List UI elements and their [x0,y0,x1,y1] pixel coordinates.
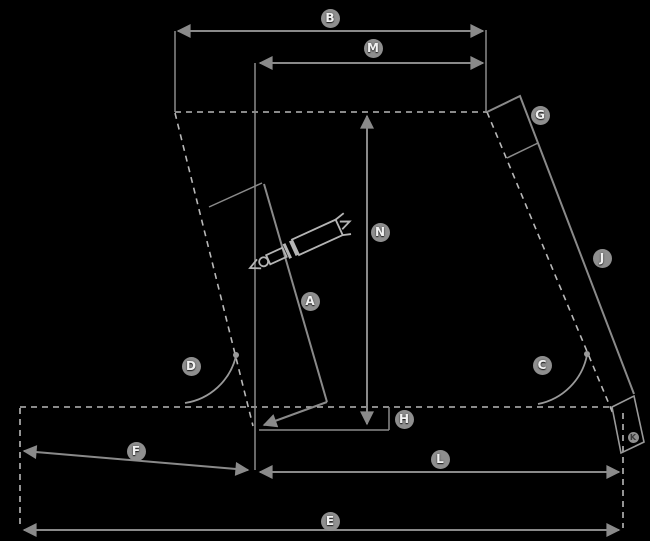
label-h: H [394,409,414,429]
label-k: K [627,431,639,443]
shock-mount-lower [342,233,352,236]
head-angle-arc-dot [584,351,590,357]
dim-line-g-j [486,94,635,395]
label-f: F [126,441,146,461]
label-a: A [300,291,320,311]
dim-line-a-leader [262,401,328,428]
label-j: J [592,248,612,268]
label-d: D [181,356,201,376]
head-angle-arc [537,354,588,405]
fork-offset-box [611,394,645,455]
shock-body [290,218,344,257]
shock-mount-tip [339,220,352,230]
seat-tube-axis-dashed-line [174,112,254,427]
label-e: E [320,511,340,531]
seat-top-tick [208,182,263,208]
shock-collar-2 [288,240,299,256]
dim-line-a [263,183,328,403]
head-tube-bottom-tick [506,142,539,159]
label-c: C [532,355,552,375]
label-b: B [320,8,340,28]
shock-tip [248,258,262,270]
label-g: G [530,105,550,125]
label-n: N [370,222,390,242]
shock-rod [264,246,288,266]
label-m: M [363,38,383,58]
seat-angle-arc-dot [233,352,239,358]
shock-collar-1 [282,243,292,259]
seat-angle-arc [184,355,237,404]
label-l: L [430,449,450,469]
dim-line-f [22,445,250,476]
shock-absorber [248,212,352,270]
shock-mount-upper [335,212,345,221]
